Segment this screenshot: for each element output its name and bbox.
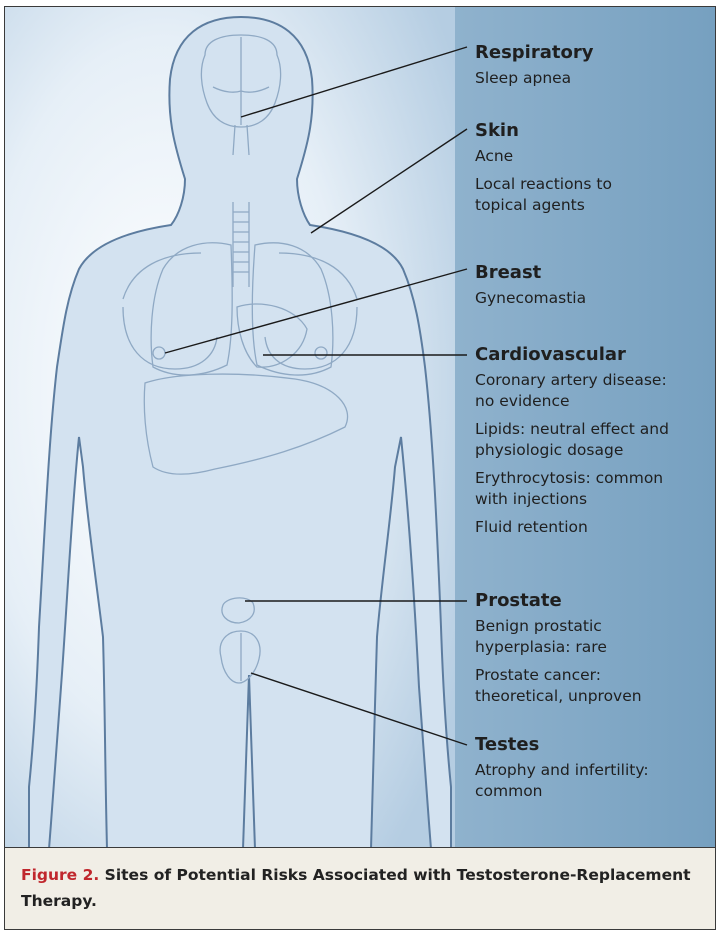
site-item: Fluid retention bbox=[475, 517, 669, 538]
site-item: Local reactions to topical agents bbox=[475, 174, 612, 216]
caption-text: Figure 2. Sites of Potential Risks Assoc… bbox=[21, 862, 701, 914]
site-heading: Prostate bbox=[475, 589, 642, 613]
site-heading: Breast bbox=[475, 261, 586, 285]
site-skin: Skin Acne Local reactions to topical age… bbox=[475, 119, 612, 216]
site-item: Coronary artery disease: no evidence bbox=[475, 370, 669, 412]
site-heading: Skin bbox=[475, 119, 612, 143]
site-item: Prostate cancer: theoretical, unproven bbox=[475, 665, 642, 707]
figure-illustration: Respiratory Sleep apnea Skin Acne Local … bbox=[4, 6, 716, 848]
site-heading: Cardiovascular bbox=[475, 343, 669, 367]
site-item: Erythrocytosis: common with injections bbox=[475, 468, 669, 510]
caption-body: Sites of Potential Risks Associated with… bbox=[21, 866, 691, 910]
figure-caption: Figure 2. Sites of Potential Risks Assoc… bbox=[4, 848, 716, 930]
site-cardiovascular: Cardiovascular Coronary artery disease: … bbox=[475, 343, 669, 538]
site-heading: Testes bbox=[475, 733, 649, 757]
site-breast: Breast Gynecomastia bbox=[475, 261, 586, 309]
site-item: Sleep apnea bbox=[475, 68, 593, 89]
site-item: Gynecomastia bbox=[475, 288, 586, 309]
site-item: Lipids: neutral effect and physiologic d… bbox=[475, 419, 669, 461]
site-heading: Respiratory bbox=[475, 41, 593, 65]
site-item: Atrophy and infertility: common bbox=[475, 760, 649, 802]
caption-label: Figure 2. bbox=[21, 866, 99, 884]
site-respiratory: Respiratory Sleep apnea bbox=[475, 41, 593, 89]
site-testes: Testes Atrophy and infertility: common bbox=[475, 733, 649, 802]
site-item: Benign prostatic hyperplasia: rare bbox=[475, 616, 642, 658]
site-item: Acne bbox=[475, 146, 612, 167]
site-prostate: Prostate Benign prostatic hyperplasia: r… bbox=[475, 589, 642, 707]
